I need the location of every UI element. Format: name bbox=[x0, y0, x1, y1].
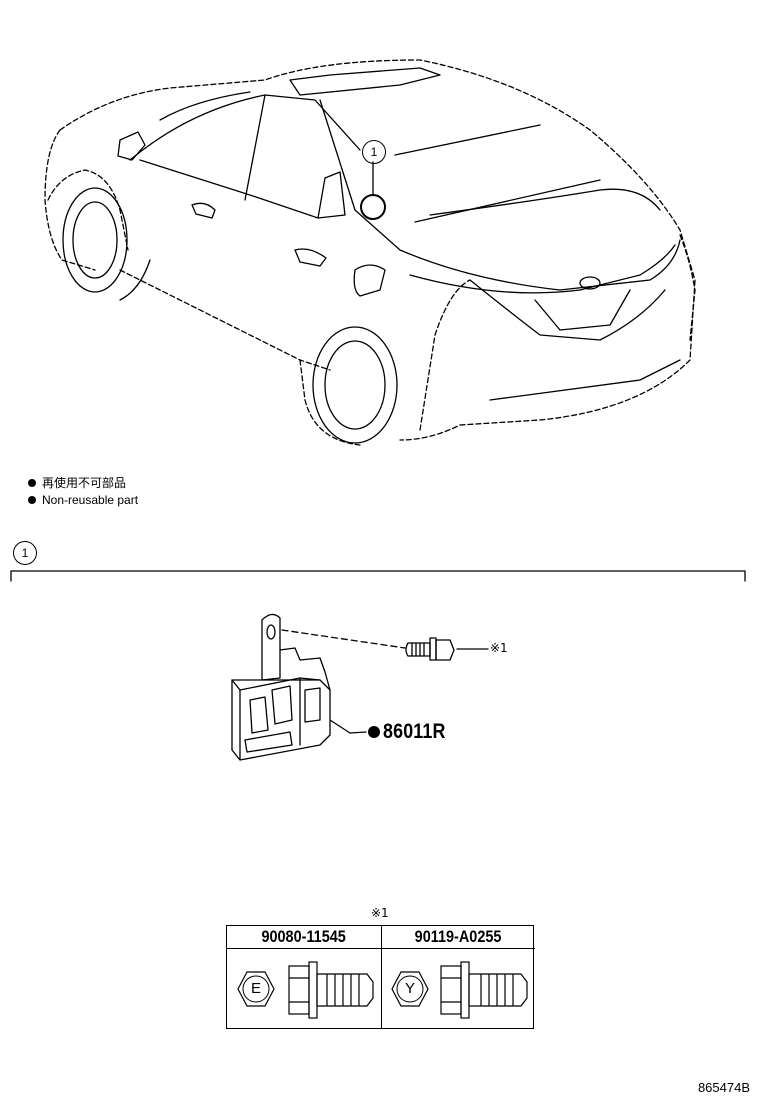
bolt-table-column: 90119-A0255 Y bbox=[381, 926, 535, 1028]
car-callout-label: 1 bbox=[362, 140, 386, 164]
location-marker bbox=[360, 194, 386, 220]
relay-module-illustration bbox=[231, 613, 367, 761]
car-illustration bbox=[44, 59, 696, 446]
bolt-table: 90080-11545 E 90119-A0255 Y bbox=[226, 925, 535, 1029]
non-reusable-dot-icon bbox=[28, 496, 36, 504]
bolt-note: ※1 bbox=[490, 641, 508, 655]
bolt-side-view-icon bbox=[440, 961, 528, 1019]
hex-head-mark-icon: E bbox=[237, 970, 275, 1008]
section-bracket bbox=[10, 570, 746, 582]
head-mark-letter: E bbox=[250, 980, 261, 997]
main-part-number: 86011R bbox=[383, 720, 446, 743]
bolt-part-number: 90119-A0255 bbox=[414, 927, 502, 946]
legend-english: Non-reusable part bbox=[28, 492, 138, 508]
non-reusable-dot-icon bbox=[368, 726, 380, 738]
bolt-illustration bbox=[405, 637, 489, 661]
hex-head-mark-icon: Y bbox=[391, 970, 429, 1008]
bolt-part-number-header: 90080-11545 bbox=[227, 926, 381, 949]
legend-en-text: Non-reusable part bbox=[42, 493, 139, 507]
section-callout-label: 1 bbox=[13, 541, 37, 565]
bolt-table-column: 90080-11545 E bbox=[227, 926, 382, 1028]
legend-ja-text: 再使用不可部品 bbox=[42, 476, 127, 490]
bolt-part-number-header: 90119-A0255 bbox=[381, 926, 535, 949]
legend-japanese: 再使用不可部品 bbox=[28, 475, 126, 491]
diagram-code: 865474B bbox=[697, 1080, 750, 1095]
bolt-part-number: 90080-11545 bbox=[261, 927, 347, 946]
mounting-line bbox=[281, 629, 406, 649]
head-mark-letter: Y bbox=[404, 980, 415, 997]
bolt-side-view-icon bbox=[288, 961, 374, 1019]
car-details bbox=[62, 67, 681, 444]
bolt-table-note: ※1 bbox=[371, 906, 389, 920]
non-reusable-dot-icon bbox=[28, 479, 36, 487]
